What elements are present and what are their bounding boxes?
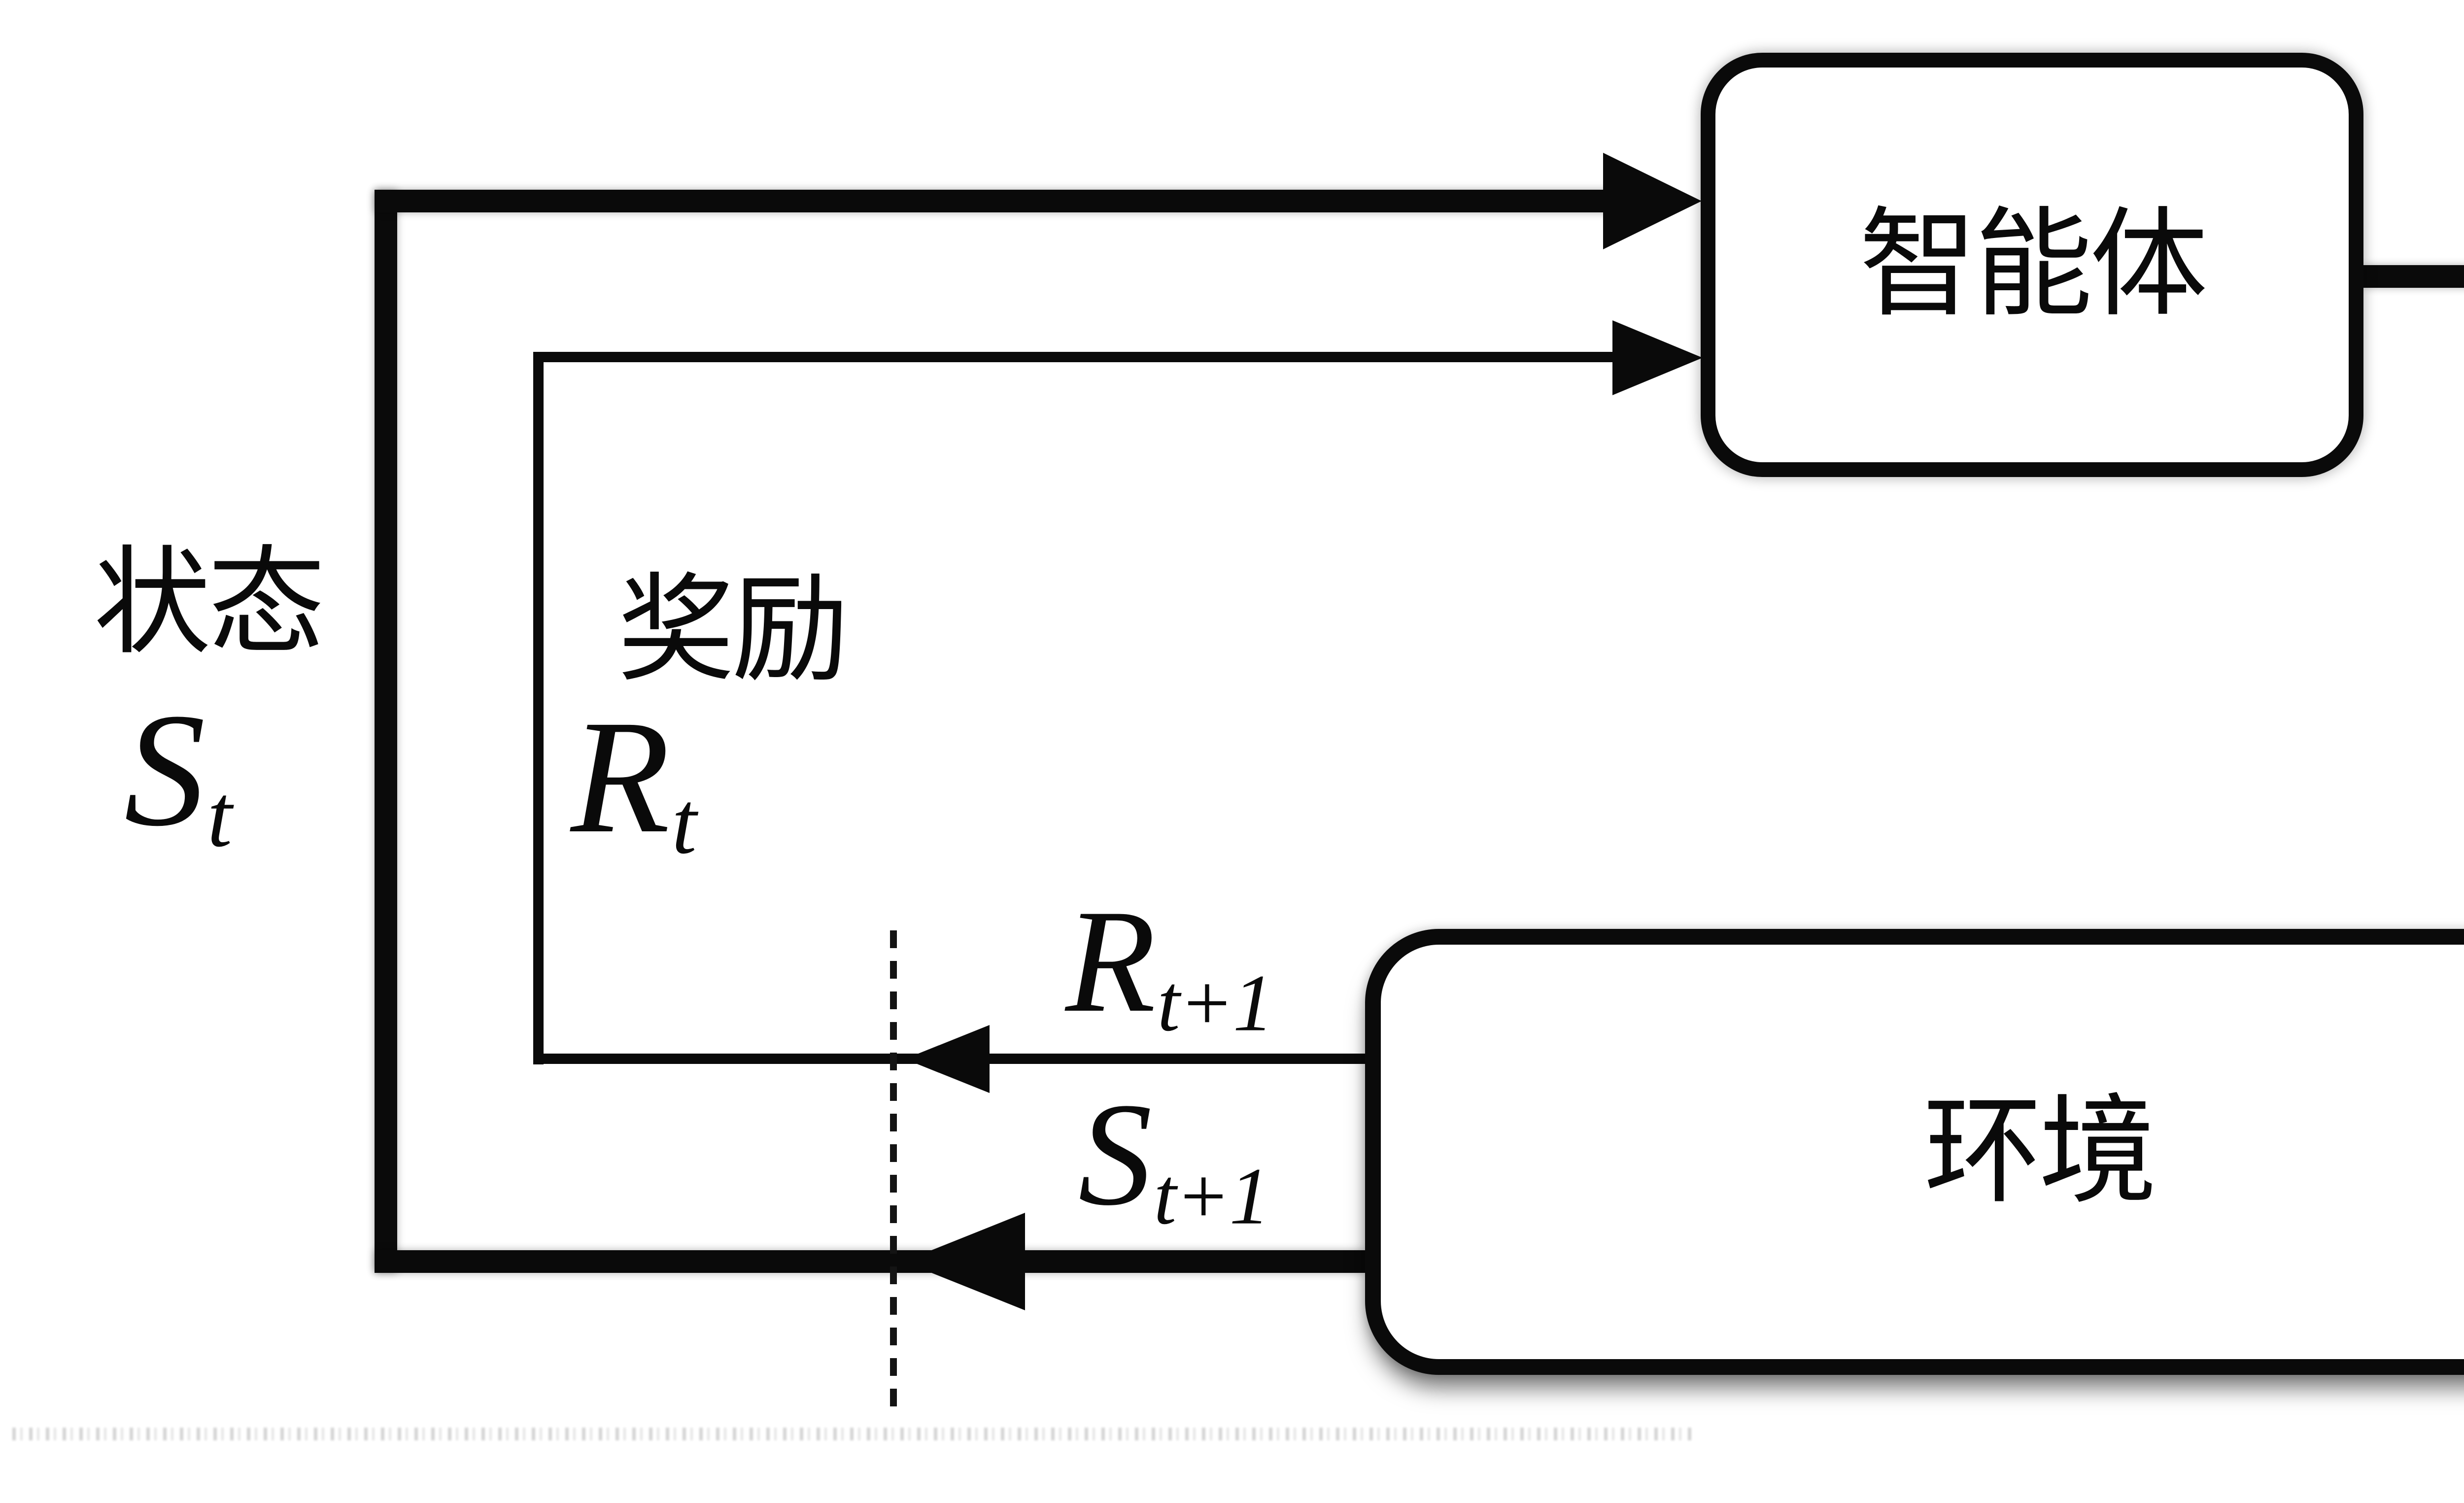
reward-symbol-label: Rt <box>571 696 697 868</box>
agent-box: 智能体 <box>1701 53 2363 477</box>
next-reward-arrowhead-icon <box>905 1025 990 1093</box>
reward-into-agent-arrowhead-icon <box>1612 320 1703 395</box>
time-step-boundary-dashed-line <box>890 930 897 1419</box>
state-symbol: S <box>124 680 205 860</box>
environment-box: 环境 <box>1365 929 2464 1375</box>
next-state-from-env-line <box>375 1250 1365 1273</box>
next-state-subscript: t+1 <box>1154 1151 1270 1241</box>
next-state-arrowhead-icon <box>903 1213 1025 1310</box>
state-to-agent-line <box>375 190 1609 212</box>
reward-loop-vertical-line <box>533 352 544 1064</box>
next-reward-symbol: R <box>1065 879 1156 1043</box>
state-subscript: t <box>207 766 232 866</box>
next-state-symbol-label: St+1 <box>1078 1080 1270 1237</box>
reward-name-label: 奖励 <box>617 566 849 696</box>
action-from-agent-line <box>2363 265 2464 288</box>
reward-symbol: R <box>571 687 670 867</box>
next-reward-symbol-label: Rt+1 <box>1065 887 1273 1044</box>
cutoff-caption-remnant <box>12 1428 1693 1440</box>
agent-box-label: 智能体 <box>1859 199 2208 331</box>
reward-to-agent-line <box>533 352 1615 362</box>
state-name-label: 状态 <box>94 539 325 669</box>
reward-subscript: t <box>672 773 696 873</box>
environment-box-label: 环境 <box>1923 1086 2157 1218</box>
state-into-agent-arrowhead-icon <box>1603 153 1702 249</box>
next-state-symbol: S <box>1078 1072 1152 1236</box>
next-reward-subscript: t+1 <box>1157 957 1274 1048</box>
state-loop-vertical-line <box>375 190 397 1273</box>
state-symbol-label: St <box>124 689 232 861</box>
